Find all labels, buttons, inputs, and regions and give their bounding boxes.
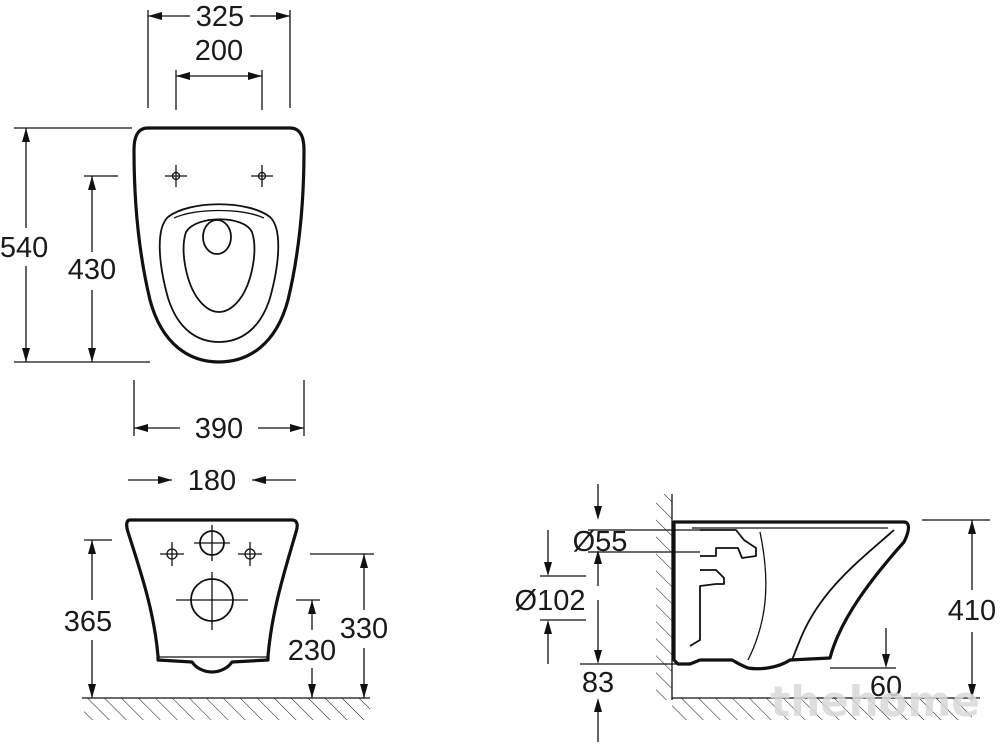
- dim-dia-102: Ø102: [515, 530, 586, 664]
- dim-330: 330: [310, 553, 388, 698]
- side-view-inlet-connector: [700, 529, 757, 559]
- side-view-outlet-connector: [689, 569, 725, 647]
- side-floor-hatch: [672, 698, 972, 720]
- dim-230: 230: [288, 599, 336, 698]
- dim-540: 540: [0, 127, 150, 363]
- top-view-inner-rim: [158, 203, 280, 343]
- dim-83-label: 83: [582, 667, 614, 699]
- dim-410-label: 410: [948, 595, 996, 627]
- dim-dia-55-label: Ø55: [573, 526, 628, 558]
- dim-83: 83: [580, 600, 690, 742]
- front-view: 180 365 230 330: [64, 465, 388, 720]
- dim-365: 365: [64, 539, 112, 698]
- dim-60-label: 60: [870, 671, 902, 703]
- dim-230-label: 230: [288, 635, 336, 667]
- top-view-drain-hole: [202, 219, 232, 255]
- fixing-cross-right-icon: [251, 165, 273, 187]
- fixing-cross-left-icon: [165, 165, 187, 187]
- dim-540-label: 540: [0, 232, 48, 264]
- front-fixing-right-icon: [238, 542, 262, 566]
- side-view-inner-curve: [791, 529, 895, 661]
- dim-390-label: 390: [195, 413, 243, 445]
- top-view: 325 200 540 430: [0, 1, 306, 445]
- dim-390: 390: [133, 380, 305, 445]
- dim-325-label: 325: [196, 1, 244, 33]
- dim-180-label: 180: [188, 465, 236, 497]
- dim-dia-55: Ø55: [573, 484, 700, 586]
- dim-325: 325: [147, 1, 291, 108]
- dim-180: 180: [128, 465, 296, 497]
- dim-365-label: 365: [64, 606, 112, 638]
- front-view-outline: [125, 518, 299, 674]
- dim-430: 430: [68, 175, 118, 362]
- outlet-circle-icon: [176, 572, 248, 630]
- front-floor-hatch: [84, 698, 370, 720]
- top-view-inner-bowl: [182, 218, 256, 313]
- side-view-bowl-outline: [672, 520, 911, 671]
- side-view: Ø55 Ø102 83 60: [515, 484, 996, 742]
- dim-200: 200: [175, 35, 263, 110]
- dim-dia-102-label: Ø102: [515, 585, 586, 617]
- side-view-inner-curve-2: [747, 531, 767, 661]
- inlet-circle-icon: [194, 525, 230, 561]
- dim-200-label: 200: [195, 35, 243, 67]
- dim-60: 60: [830, 628, 902, 703]
- dim-410: 410: [922, 519, 996, 698]
- wall-hatch: [656, 494, 672, 700]
- watermark-text: thehome: [770, 677, 979, 726]
- front-fixing-left-icon: [160, 542, 184, 566]
- top-view-bowl-outline: [132, 126, 306, 364]
- top-view-inner-rim-2: [173, 209, 265, 219]
- dim-330-label: 330: [340, 613, 388, 645]
- dim-430-label: 430: [68, 254, 116, 286]
